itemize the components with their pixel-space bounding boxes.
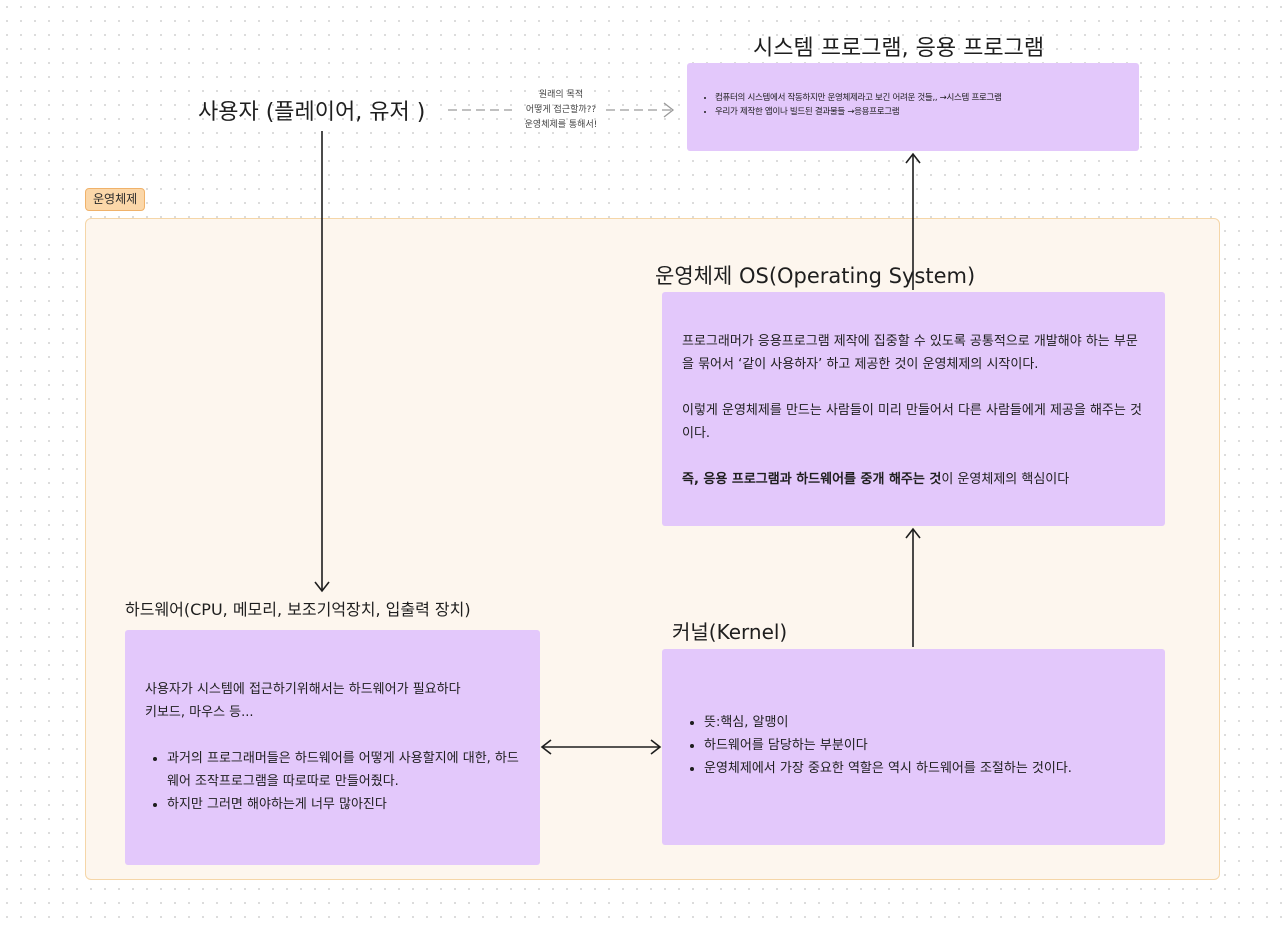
os-title: 운영체제 OS(Operating System): [655, 264, 976, 288]
system-program-list: 컴퓨터의 시스템에서 작동하지만 운영체제라고 보긴 어려운 것들,, →시스템…: [703, 91, 1125, 119]
user-title: 사용자 (플레이어, 유저 ): [198, 100, 426, 125]
kernel-list: 뜻:핵심, 알맹이 하드웨어를 담당하는 부분이다 운영체제에서 가장 중요한 …: [678, 711, 1151, 780]
arrow-hardware-kernel[interactable]: [540, 739, 662, 755]
os-key-phrase: 즉, 응용 프로그램과 하드웨어를 중개 해주는 것: [682, 472, 942, 487]
list-item: 운영체제에서 가장 중요한 역할은 역시 하드웨어를 조절하는 것이다.: [704, 757, 1151, 780]
hardware-title: 하드웨어(CPU, 메모리, 보조기억장치, 입출력 장치): [125, 600, 471, 619]
user-note-line: 어떻게 접근할까??: [525, 105, 597, 115]
os-section-label[interactable]: 운영체제: [85, 188, 146, 211]
list-item: 우리가 제작한 앱이나 빌드된 결과물들 →응용프로그램: [715, 105, 1125, 119]
os-paragraph: 이렇게 운영체제를 만드는 사람들이 미리 만들어서 다른 사람들에게 제공을 …: [682, 403, 1142, 441]
user-note-line: 운영체제를 통해서!: [524, 120, 598, 130]
hardware-line: 키보드, 마우스 등...: [145, 705, 254, 720]
os-card[interactable]: 프로그래머가 응용프로그램 제작에 집중할 수 있도록 공통적으로 개발해야 하…: [662, 292, 1165, 526]
os-paragraph: 즉, 응용 프로그램과 하드웨어를 중개 해주는 것이 운영체제의 핵심이다: [682, 468, 1147, 491]
system-program-title: 시스템 프로그램, 응용 프로그램: [753, 36, 1045, 61]
user-note: 원래의 목적 어떻게 접근할까?? 운영체제를 통해서!: [512, 88, 610, 133]
os-paragraph: 프로그래머가 응용프로그램 제작에 집중할 수 있도록 공통적으로 개발해야 하…: [682, 334, 1138, 372]
os-key-phrase-rest: 이 운영체제의 핵심이다: [941, 472, 1070, 487]
list-item: 과거의 프로그래머들은 하드웨어를 어떻게 사용할지에 대한, 하드웨어 조작프…: [167, 747, 524, 793]
dashed-arrow-user-to-program[interactable]: [448, 102, 675, 118]
user-note-line: 원래의 목적: [538, 90, 584, 100]
list-item: 컴퓨터의 시스템에서 작동하지만 운영체제라고 보긴 어려운 것들,, →시스템…: [715, 91, 1125, 105]
kernel-card[interactable]: 뜻:핵심, 알맹이 하드웨어를 담당하는 부분이다 운영체제에서 가장 중요한 …: [662, 649, 1165, 845]
list-item: 하드웨어를 담당하는 부분이다: [704, 734, 1151, 757]
arrow-os-to-program[interactable]: [905, 152, 921, 290]
hardware-line: 사용자가 시스템에 접근하기위해서는 하드웨어가 필요하다: [145, 682, 461, 697]
system-program-card[interactable]: 컴퓨터의 시스템에서 작동하지만 운영체제라고 보긴 어려운 것들,, →시스템…: [687, 63, 1139, 151]
list-item: 뜻:핵심, 알맹이: [704, 711, 1151, 734]
arrow-user-to-hardware[interactable]: [314, 131, 330, 593]
kernel-title: 커널(Kernel): [672, 620, 788, 644]
list-item: 하지만 그러면 해야하는게 너무 많아진다: [167, 793, 524, 816]
arrow-kernel-to-os[interactable]: [905, 527, 921, 647]
hardware-list: 과거의 프로그래머들은 하드웨어를 어떻게 사용할지에 대한, 하드웨어 조작프…: [145, 747, 524, 816]
